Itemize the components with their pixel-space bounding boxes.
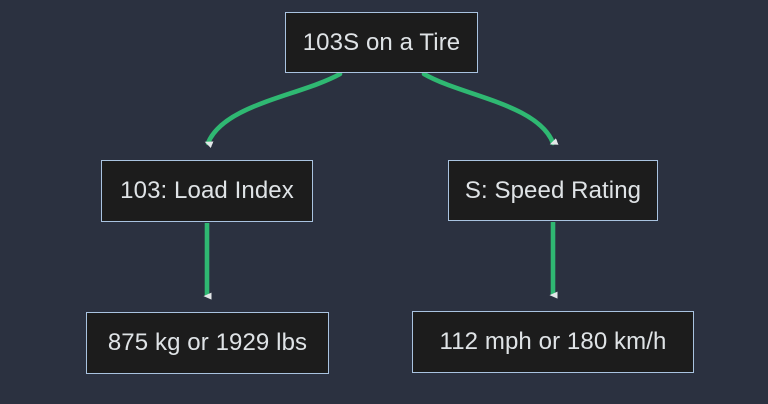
- node-speed-rating-value[interactable]: 112 mph or 180 km/h: [412, 311, 694, 373]
- node-label-root: 103S on a Tire: [302, 28, 461, 56]
- node-load-index[interactable]: 103: Load Index: [101, 160, 313, 222]
- node-tire-code-root[interactable]: 103S on a Tire: [285, 12, 478, 73]
- node-label-speed-rating: S: Speed Rating: [464, 176, 642, 204]
- node-load-index-value[interactable]: 875 kg or 1929 lbs: [86, 312, 329, 374]
- node-label-load-index-value: 875 kg or 1929 lbs: [107, 329, 308, 356]
- edge-root-to-speed: [421, 71, 559, 146]
- node-label-speed-rating-value: 112 mph or 180 km/h: [439, 328, 667, 355]
- node-speed-rating[interactable]: S: Speed Rating: [448, 160, 658, 221]
- node-label-load-index: 103: Load Index: [120, 177, 294, 204]
- edge-root-to-load: [204, 71, 343, 149]
